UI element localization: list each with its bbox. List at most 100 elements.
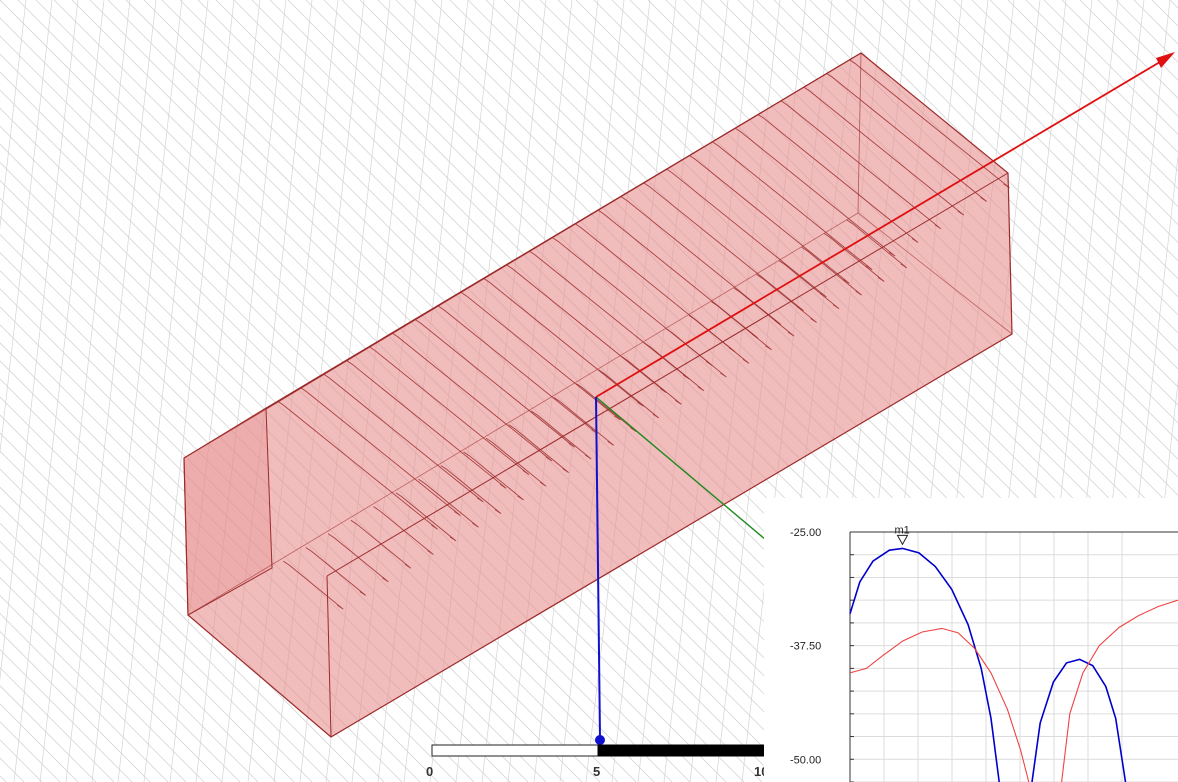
grid-hatch-line [917,0,1178,262]
corrugation-slot [846,219,908,269]
corrugation-slot [688,315,750,364]
grid-hatch-line [0,432,349,782]
grid-hatch-line [953,0,1178,226]
model-edge [857,212,1013,335]
corrugation-slot [826,73,987,202]
grid-hatch-line [169,0,261,782]
corrugation-slot [300,387,461,516]
axis-z-end [595,735,605,745]
grid-hatch-line [935,0,1178,244]
grid-hatch-line [0,631,151,782]
chart-series-line [849,627,1030,782]
grid-hatch-line [539,0,1178,641]
corrugation-slot [414,318,576,448]
corrugation-slot [598,369,660,419]
chart-marker-label: m1 [894,524,909,536]
corrugation-slot [418,478,479,528]
corrugation-slot [756,274,817,323]
grid-hatch-line [0,540,241,782]
corrugation-slot [666,168,827,298]
grid-hatch-line [881,0,1178,298]
model-edge [857,52,862,214]
grid-hatch-line [0,161,619,782]
grid-hatch-line [0,558,223,782]
corrugation-slot [621,355,682,405]
corrugation-slot [849,59,1010,189]
corrugation-slot [391,332,553,462]
grid-hatch-line [0,0,53,455]
corrugation-slot [823,233,885,282]
grid-hatch-line [91,0,183,782]
grid-hatch-line [0,739,43,782]
corrugation-slots [277,59,1010,610]
axis-x-arrowhead [1156,52,1175,68]
corrugation-slot [460,291,621,421]
corrugation-slot [689,155,850,284]
corrugation-slot [734,127,896,257]
grid-hatch-line [0,667,115,782]
corrugation-slot [553,396,615,446]
corrugation-slot [283,560,344,610]
grid-hatch-line [143,0,235,782]
grid-hatch-line [0,504,277,782]
corrugation-slot [712,141,873,271]
grid-hatch-line [989,0,1178,190]
corrugation-slot [395,492,457,542]
corrugation-slot [666,328,727,378]
grid-hatch-line [0,576,205,782]
grid-hatch-line [899,0,1178,280]
axis-x-line [595,55,1171,398]
grid-hatch-line [0,613,169,782]
corrugation-slot [345,359,507,489]
grid-hatch-line [593,0,1178,587]
corrugation-slot [322,373,484,503]
coordinate-axes [595,52,1175,745]
corrugation-slot [530,410,592,460]
grid-hatch-line [0,594,187,782]
corrugation-slot [733,287,795,337]
chart-series-line [1061,599,1178,782]
corrugation-slot [368,346,530,475]
grid-hatch-line [845,0,1178,334]
grid-hatch-line [971,0,1178,208]
grid-hatch-line [0,107,673,782]
grid-hatch-line [575,0,1178,605]
grid-hatch-line [557,0,1178,623]
grid-hatch-line [1043,0,1178,135]
corrugation-slot [305,547,367,596]
grid-hatch-line [0,775,7,782]
corrugation-slot [277,400,438,530]
corrugation-slot [373,506,434,555]
grid-hatch-line [863,0,1178,316]
grid-hatch-line [39,0,131,782]
chart-y-tick-label: -37.50 [790,641,821,653]
corrugation-slot [483,277,644,407]
model-edge [326,575,332,738]
corrugation-slot [508,424,569,474]
grid-hatch-line [0,0,79,681]
corrugation-slot [328,533,389,583]
corrugation-slot [506,264,667,394]
model-front-face [183,407,273,616]
grid-hatch-line [0,450,331,782]
corrugation-slot [643,182,804,312]
corrugation-slot [801,246,862,296]
chart-y-tick-label: -25.00 [790,527,821,539]
corrugation-slot [778,260,840,310]
corrugation-slot [440,465,502,514]
chart-series-line [849,547,1000,782]
grid-hatch-line [0,649,133,782]
grid-hatch-line [0,125,655,782]
grid-hatch-line [0,468,313,782]
corrugation-slot [803,86,965,216]
grid-hatch-line [0,143,637,782]
chart-series-line [1031,658,1127,782]
grid-hatch-line [0,0,27,229]
corrugation-slot [463,451,524,501]
chart-marker-triangle[interactable] [896,534,909,546]
axis-z-line [595,396,601,739]
corrugation-slot [757,114,919,243]
